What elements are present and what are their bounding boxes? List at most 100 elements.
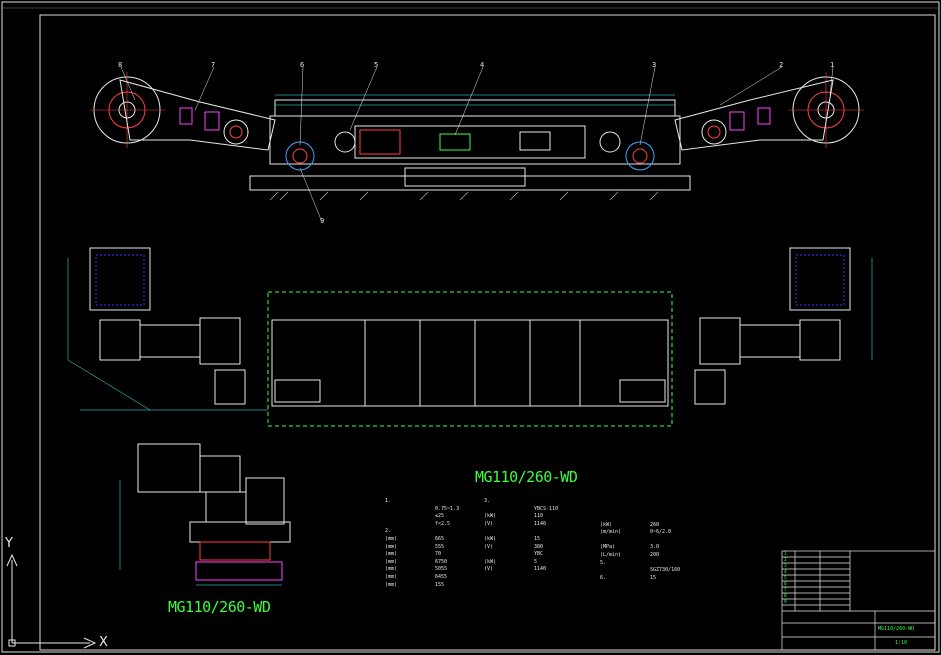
callout-8: 8: [118, 61, 123, 69]
parts-list-item: 4: [784, 570, 787, 575]
shearer-plan-view: [67, 247, 873, 427]
spec-column-3: (kW)260(m/min) 0~6/2.0 (MPa) 3.0 (L/min) 200 5…: [600, 514, 710, 582]
spec-row: f<2.5: [385, 521, 485, 529]
spec-value: 555: [435, 543, 445, 550]
spec-row: 6.15: [600, 575, 710, 583]
spec-label: (mm): [385, 551, 398, 558]
spec-row: [600, 514, 710, 522]
spec-row: (MPa) 3.0: [600, 544, 710, 552]
x-axis-label: X: [99, 635, 108, 650]
spec-label: (mm): [385, 543, 398, 550]
spec-row: YBC: [484, 551, 574, 559]
spec-row: (kW) 110: [484, 513, 574, 521]
spec-value: 6455: [435, 573, 448, 580]
spec-label: (mm): [385, 558, 398, 565]
callout-6: 6: [300, 61, 305, 69]
section-view-title: MG110/260-WD: [168, 598, 271, 616]
callout-1: 1: [830, 61, 835, 69]
spec-value: 15: [534, 535, 541, 542]
spec-label: (mm): [385, 566, 398, 573]
spec-label: (V): [484, 543, 494, 550]
callout-3: 3: [652, 61, 657, 69]
shearer-side-section-view: [119, 443, 291, 586]
spec-label: 2.: [385, 528, 392, 535]
spec-row: [484, 528, 574, 536]
spec-row: 3.: [484, 498, 574, 506]
spec-row: (mm) 70: [385, 551, 485, 559]
spec-row: (V) 380: [484, 544, 574, 552]
spec-value: 1140: [534, 520, 547, 527]
spec-value: 6750: [435, 558, 448, 565]
spec-label: (L/min): [600, 551, 622, 558]
parts-list-item: 2: [784, 558, 787, 563]
spec-label: 1.: [385, 498, 392, 504]
spec-value: 1140: [534, 566, 547, 573]
spec-label: 3.: [484, 498, 491, 504]
spec-label: (kW): [484, 558, 497, 565]
spec-value: 3.0: [650, 544, 660, 551]
spec-label: (mm): [385, 573, 398, 580]
spec-row: (kW)260: [600, 522, 710, 530]
spec-value: 0~6/2.0: [650, 529, 672, 536]
spec-row: (mm) 6455: [385, 574, 485, 582]
spec-value: 110: [534, 513, 544, 520]
shearer-elevation-view: [90, 66, 864, 223]
spec-label: (mm): [385, 581, 398, 588]
y-axis-label: Y: [5, 536, 13, 551]
spec-value: 665: [435, 535, 445, 542]
spec-value: 380: [534, 543, 544, 550]
callout-5: 5: [374, 61, 379, 69]
parts-list-item: 9: [784, 600, 787, 605]
callout-4: 4: [480, 61, 485, 69]
spec-value: SGZ730/160: [650, 567, 681, 574]
callout-2: 2: [779, 61, 784, 69]
spec-value: f<2.5: [435, 520, 451, 527]
spec-label: 6.: [600, 574, 607, 581]
title-block: [781, 550, 936, 651]
spec-value: 5055: [435, 566, 448, 573]
spec-label: 5.: [600, 559, 607, 566]
spec-label: (m/min): [600, 529, 622, 536]
spec-label: (kW): [484, 513, 497, 520]
spec-value: 200: [650, 551, 660, 558]
spec-row: 0.75~1.3: [385, 506, 485, 514]
spec-row: (mm) 5055: [385, 566, 485, 574]
spec-row: (m/min) 0~6/2.0: [600, 529, 710, 537]
spec-label: (mm): [385, 535, 398, 542]
parts-list-item: 5: [784, 576, 787, 581]
spec-value: ≤25: [435, 513, 445, 520]
callout-9: 9: [320, 217, 325, 225]
ucs-axis-icon: [6, 553, 97, 649]
parts-list-item: 6: [784, 582, 787, 587]
parts-list-item: 7: [784, 588, 787, 593]
spec-label: (V): [484, 566, 494, 573]
spec-label: (V): [484, 520, 494, 527]
spec-row: 2.: [385, 528, 485, 536]
spec-row: 5.: [600, 560, 710, 568]
parts-list-item: 3: [784, 564, 787, 569]
callout-7: 7: [211, 61, 216, 69]
spec-row: (mm) 6750: [385, 559, 485, 567]
spec-value: 70: [435, 551, 442, 558]
spec-row: SGZ730/160: [600, 567, 710, 575]
drawing-number: MG110/260-WD: [878, 626, 915, 632]
spec-row: YBCS-110: [484, 506, 574, 514]
spec-label: (MPa): [600, 544, 616, 551]
spec-value: 5: [534, 558, 538, 565]
spec-row: (mm) 555: [385, 544, 485, 552]
spec-row: ≤25: [385, 513, 485, 521]
spec-value: YBC: [534, 551, 544, 558]
spec-row: 1.: [385, 498, 485, 506]
spec-row: [600, 537, 710, 545]
spec-value: 15: [650, 574, 657, 581]
spec-row: (kW)15: [484, 536, 574, 544]
spec-label: (kW): [600, 521, 613, 528]
spec-value: 155: [435, 581, 445, 588]
spec-value: 0.75~1.3: [435, 505, 460, 512]
inner-border: [39, 14, 936, 651]
spec-title: MG110/260-WD: [475, 468, 578, 486]
